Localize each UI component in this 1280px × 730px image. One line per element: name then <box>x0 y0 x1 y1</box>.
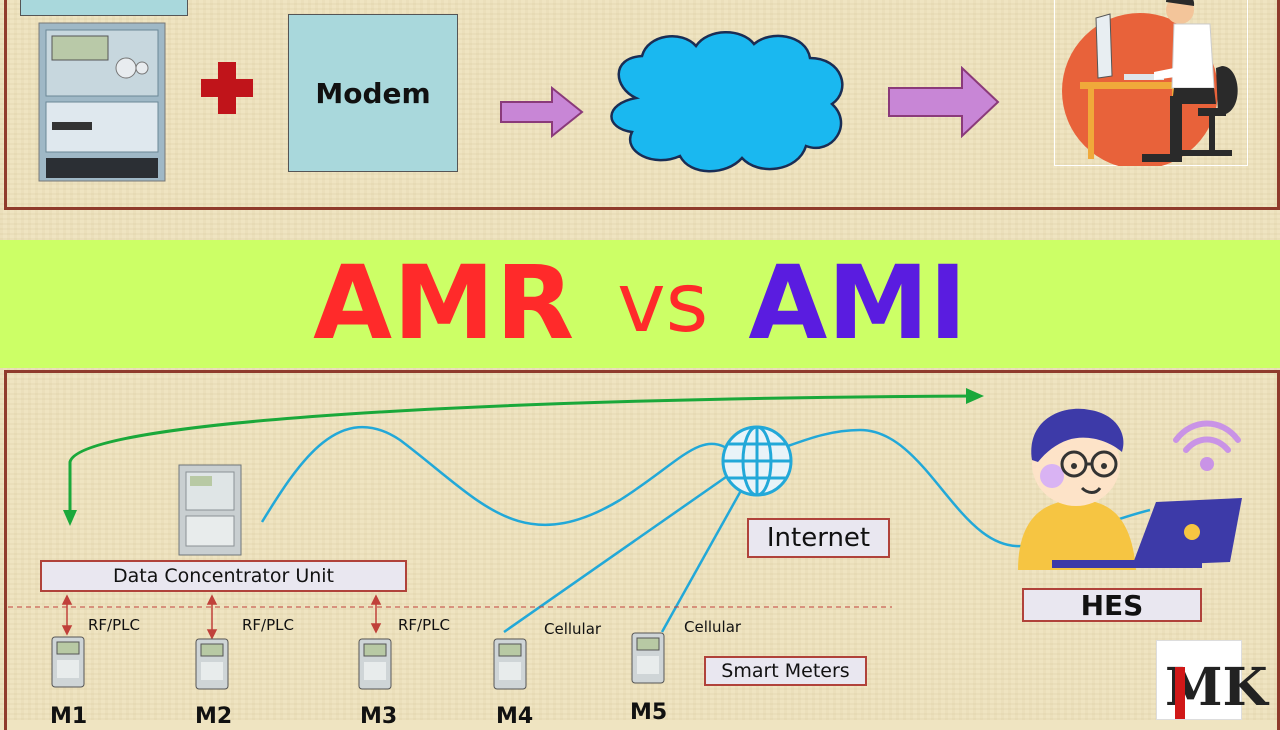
green-arrow-line <box>68 394 979 520</box>
computer-user-icon <box>1062 0 1238 166</box>
smart-meter-icon <box>631 632 665 684</box>
green-arrowhead-icon <box>63 510 77 526</box>
internet-label: Internet <box>747 518 890 558</box>
title-vs: vs <box>617 256 709 351</box>
smart-meter-icon <box>51 636 85 688</box>
smart-meter-icon <box>358 638 392 690</box>
smart-meter-icon <box>195 638 229 690</box>
title-ami: AMI <box>748 244 967 363</box>
meter-name: M1 <box>50 704 88 729</box>
logo-accent <box>1175 667 1185 719</box>
ami-panel <box>4 370 1280 730</box>
amr-meter-image <box>38 22 166 182</box>
plus-icon <box>201 62 253 114</box>
title-amr: AMR <box>313 244 576 363</box>
dcu-device-image <box>178 464 242 556</box>
link-label: RF/PLC <box>242 616 294 634</box>
data-concentrator-unit-label: Data Concentrator Unit <box>40 560 407 592</box>
arrow-right-icon <box>500 86 584 138</box>
hes-user-icon <box>1018 408 1242 570</box>
link-label: Cellular <box>544 620 602 638</box>
cloud-icon <box>610 31 844 173</box>
globe-icon <box>721 425 793 497</box>
logo: MK <box>1156 640 1268 720</box>
modem-box: Modem <box>288 14 458 172</box>
green-arrowhead-icon <box>966 388 984 404</box>
hes-label: HES <box>1022 588 1202 622</box>
amr-panel <box>4 0 1280 210</box>
meter-name: M2 <box>195 704 233 729</box>
meter-name: M5 <box>630 700 668 725</box>
smart-meters-label: Smart Meters <box>704 656 867 686</box>
title-banner: AMR vs AMI <box>0 240 1280 368</box>
smart-meter-icon <box>493 638 527 690</box>
meter-name: M3 <box>360 704 398 729</box>
link-label: RF/PLC <box>398 616 450 634</box>
amr-top-label-box <box>20 0 188 16</box>
meter-name: M4 <box>496 704 534 729</box>
arrow-right-icon <box>888 66 1000 138</box>
link-label: Cellular <box>684 618 742 636</box>
link-label: RF/PLC <box>88 616 140 634</box>
